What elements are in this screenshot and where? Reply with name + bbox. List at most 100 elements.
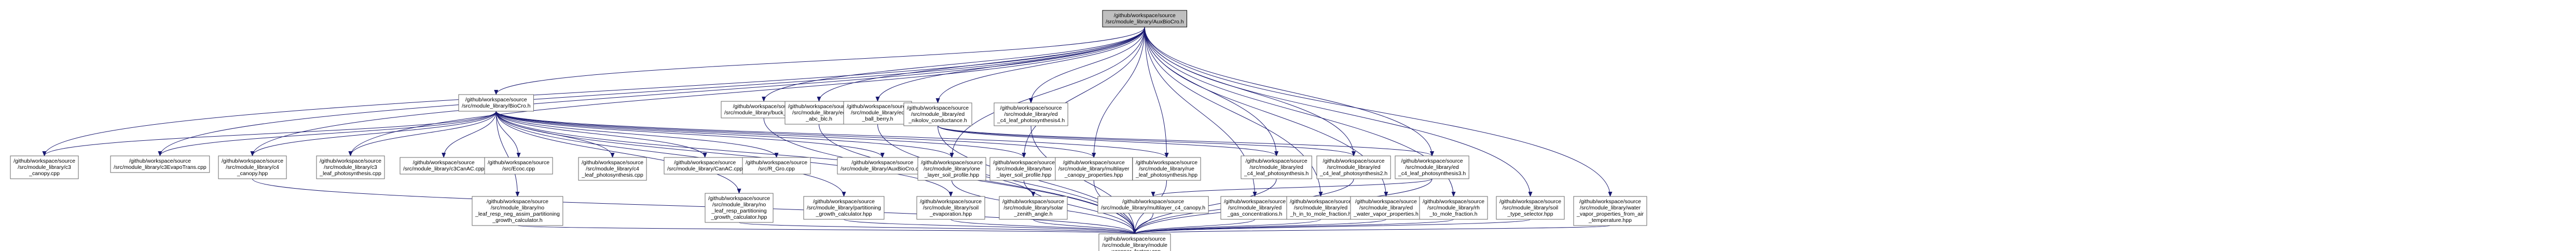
- file-node-label: /src/module_library/CanAC.cpp: [667, 166, 742, 172]
- file-node-box: [484, 157, 553, 175]
- file-node-label: /src/R_Gro.cpp: [758, 166, 795, 172]
- file-node[interactable]: /github/workspace/source/src/module_libr…: [1350, 196, 1422, 220]
- include-edge: [950, 219, 1137, 234]
- file-node-label: /github/workspace/source: [1114, 12, 1176, 19]
- file-node[interactable]: /github/workspace/source/src/module_libr…: [664, 157, 746, 175]
- file-node-label: /src/module_library/c3: [324, 164, 377, 170]
- file-node-label: /github/workspace/source: [920, 199, 982, 205]
- file-node-label: _growth_calculator.hpp: [711, 214, 767, 220]
- file-node[interactable]: /github/workspace/source/src/module_libr…: [110, 155, 210, 173]
- file-node-label: /src/module_library/ed: [851, 110, 904, 116]
- file-node-label: /github/workspace/source: [1323, 158, 1385, 164]
- file-node[interactable]: /github/workspace/source/src/module_libr…: [1241, 155, 1312, 179]
- file-node[interactable]: /github/workspace/source/src/module_libr…: [10, 155, 79, 179]
- file-node[interactable]: /github/workspace/source/src/module_libr…: [578, 157, 647, 181]
- file-node[interactable]: /github/workspace/source/src/module_libr…: [1132, 157, 1201, 181]
- file-node[interactable]: /github/workspace/source/src/module_libr…: [784, 101, 853, 125]
- file-node-label: _growth_calculator.h: [492, 217, 542, 223]
- file-node-label: /github/workspace/source: [13, 158, 75, 164]
- file-node-label: /github/workspace/source: [1423, 199, 1484, 205]
- file-node[interactable]: /github/workspace/source/src/module_libr…: [1098, 233, 1171, 251]
- include-edge: [739, 222, 1137, 234]
- include-edge: [1144, 27, 1169, 158]
- include-edge: [1133, 219, 1531, 234]
- include-edge: [938, 125, 1278, 156]
- file-node-label: _h_in_to_mole_fraction.h: [1290, 211, 1352, 217]
- file-node-label: /github/workspace/source: [1136, 160, 1197, 166]
- file-node[interactable]: /github/workspace/source/src/module_libr…: [837, 157, 928, 175]
- file-node-label: /github/workspace/source: [413, 160, 475, 166]
- file-node-box: [999, 196, 1068, 220]
- include-edge: [1033, 219, 1137, 234]
- file-node[interactable]: /github/workspace/source/src/module_libr…: [999, 196, 1068, 220]
- file-node-label: /src/module_library/c3: [18, 164, 71, 170]
- file-node-label: /src/module_library/ed: [792, 110, 846, 116]
- file-node[interactable]: /github/workspace/source/src/module_libr…: [916, 196, 985, 220]
- file-node[interactable]: /github/workspace/source/src/module_libr…: [803, 196, 885, 220]
- file-node[interactable]: /github/workspace/source/src/module_libr…: [472, 196, 563, 226]
- file-nodes: /github/workspace/source/src/module_libr…: [10, 10, 1647, 251]
- file-node-box: [994, 102, 1068, 126]
- include-edge: [495, 111, 954, 158]
- include-edge: [875, 27, 1145, 102]
- file-node-box: [1241, 155, 1312, 179]
- file-node-label: /src/module_library/partitioning: [807, 205, 881, 211]
- include-edge: [158, 27, 1145, 156]
- file-node-box: [903, 102, 972, 126]
- file-node-label: /src/module_library/water: [1580, 205, 1641, 211]
- file-node-label: /src/module_library/ed: [1359, 205, 1413, 211]
- file-node-label: /github/workspace/source: [813, 199, 875, 205]
- include-edge: [1133, 219, 1256, 234]
- file-node[interactable]: /github/workspace/source/src/module_libr…: [1220, 196, 1289, 220]
- file-node-box: [1097, 196, 1209, 214]
- file-node-label: /github/workspace/source: [1122, 199, 1184, 205]
- file-node-label: /src/module_library/multilayer: [1058, 166, 1129, 172]
- file-node[interactable]: /github/workspace/source/src/module_libr…: [705, 193, 774, 223]
- file-node[interactable]: /github/workspace/source/src/module_libr…: [1496, 196, 1565, 220]
- file-node[interactable]: /github/workspace/source/src/module_libr…: [1316, 155, 1391, 179]
- file-node[interactable]: /github/workspace/source/src/module_libr…: [218, 155, 287, 179]
- include-edge: [495, 111, 779, 158]
- file-node[interactable]: /github/workspace/source/src/module_libr…: [994, 102, 1068, 126]
- file-node[interactable]: /github/workspace/source/src/R_Gro.cpp: [742, 157, 811, 175]
- file-node-label: /github/workspace/source: [320, 158, 381, 164]
- file-node[interactable]: /github/workspace/source/src/module_libr…: [316, 155, 385, 179]
- file-node-label: _wrapper_factory.cpp: [1108, 248, 1161, 251]
- include-edge: [938, 125, 1434, 156]
- file-node-box: [458, 94, 534, 112]
- file-node[interactable]: /github/workspace/source/src/module_libr…: [458, 94, 534, 112]
- file-node[interactable]: /github/workspace/source/src/module_libr…: [903, 102, 972, 126]
- file-node[interactable]: /github/workspace/source/src/module_libr…: [1573, 196, 1647, 226]
- file-node-label: /src/module_library/rue: [1139, 166, 1194, 172]
- file-node[interactable]: /github/workspace/source/src/module_libr…: [1055, 157, 1133, 181]
- file-node-label: /src/module_library/c4: [226, 164, 279, 170]
- include-edge: [495, 111, 885, 158]
- file-node-label: _leaf_photosynthesis.cpp: [581, 172, 643, 178]
- file-node-label: _type_selector.hpp: [1507, 211, 1553, 217]
- file-node[interactable]: /github/workspace/source/src/module_libr…: [1395, 155, 1469, 179]
- file-node[interactable]: /github/workspace/source/src/module_libr…: [843, 101, 912, 125]
- include-edge: [1092, 27, 1145, 158]
- file-node-box: [1573, 196, 1647, 226]
- file-node-label: _abc_blc.h: [805, 116, 832, 122]
- file-node-label: /src/module_library/solar: [1003, 205, 1063, 211]
- file-node-label: /github/workspace/source: [847, 103, 908, 110]
- file-node[interactable]: /github/workspace/source/src/Ecoc.cpp: [484, 157, 553, 175]
- include-edge: [158, 111, 497, 156]
- file-node[interactable]: /github/workspace/source/src/module_libr…: [917, 157, 986, 181]
- file-node[interactable]: /github/workspace/source/src/module_libr…: [400, 157, 488, 175]
- include-edge: [1133, 219, 1386, 234]
- file-node[interactable]: /github/workspace/source/src/module_libr…: [1419, 196, 1488, 220]
- file-node-box: [110, 155, 210, 173]
- include-edge: [1022, 27, 1145, 158]
- file-node-box: [989, 157, 1058, 181]
- file-node-label: /github/workspace/source: [129, 158, 191, 164]
- file-node[interactable]: /github/workspace/source/src/module_libr…: [1286, 196, 1355, 220]
- file-node-label: /github/workspace/source: [733, 103, 795, 110]
- file-node[interactable]: /github/workspace/source/src/module_libr…: [1097, 196, 1209, 214]
- file-node-box: [1316, 155, 1391, 179]
- file-node[interactable]: /github/workspace/source/src/module_libr…: [989, 157, 1058, 181]
- file-node-label: /github/workspace/source: [488, 160, 549, 166]
- file-node-box: [578, 157, 647, 181]
- file-node-box: [1286, 196, 1355, 220]
